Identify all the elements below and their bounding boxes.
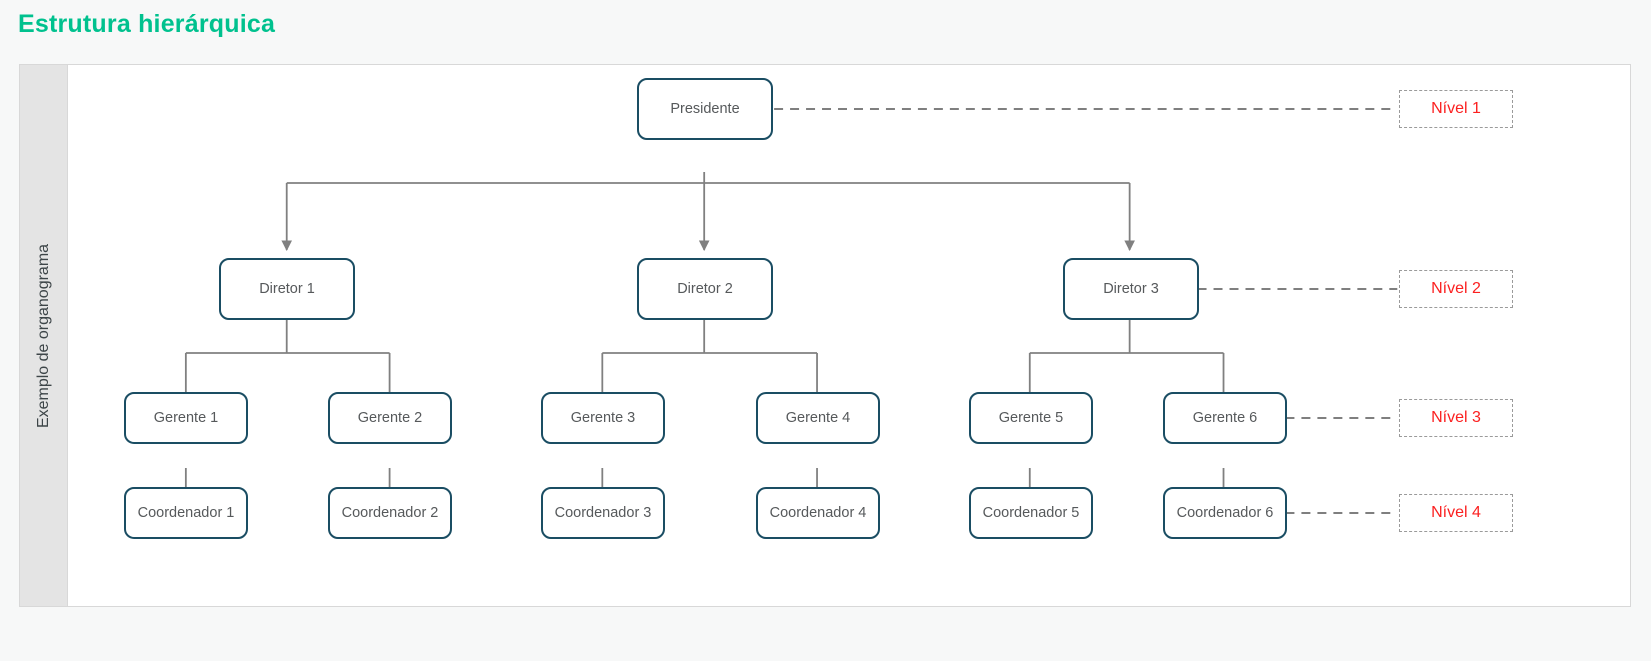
node-gerente-1[interactable]: Gerente 1 [124, 392, 248, 444]
level-tag-nivel-1: Nível 1 [1399, 90, 1513, 128]
org-chart-canvas: Presidente Diretor 1 Diretor 2 Diretor 3… [69, 65, 1630, 606]
node-coordenador-3[interactable]: Coordenador 3 [541, 487, 665, 539]
node-coordenador-1[interactable]: Coordenador 1 [124, 487, 248, 539]
node-gerente-4[interactable]: Gerente 4 [756, 392, 880, 444]
caption-sidebar: Exemplo de organograma [20, 65, 68, 606]
node-coordenador-6[interactable]: Coordenador 6 [1163, 487, 1287, 539]
node-coordenador-2[interactable]: Coordenador 2 [328, 487, 452, 539]
node-gerente-2[interactable]: Gerente 2 [328, 392, 452, 444]
node-coordenador-5[interactable]: Coordenador 5 [969, 487, 1093, 539]
level-tag-nivel-2: Nível 2 [1399, 270, 1513, 308]
node-gerente-6[interactable]: Gerente 6 [1163, 392, 1287, 444]
node-gerente-3[interactable]: Gerente 3 [541, 392, 665, 444]
caption-label: Exemplo de organograma [34, 243, 52, 428]
page-title: Estrutura hierárquica [18, 10, 276, 38]
node-diretor-3[interactable]: Diretor 3 [1063, 258, 1199, 320]
level-tag-nivel-4: Nível 4 [1399, 494, 1513, 532]
diagram-card: Exemplo de organograma [19, 64, 1631, 607]
node-diretor-1[interactable]: Diretor 1 [219, 258, 355, 320]
node-presidente[interactable]: Presidente [637, 78, 773, 140]
node-gerente-5[interactable]: Gerente 5 [969, 392, 1093, 444]
node-diretor-2[interactable]: Diretor 2 [637, 258, 773, 320]
level-tag-nivel-3: Nível 3 [1399, 399, 1513, 437]
node-coordenador-4[interactable]: Coordenador 4 [756, 487, 880, 539]
